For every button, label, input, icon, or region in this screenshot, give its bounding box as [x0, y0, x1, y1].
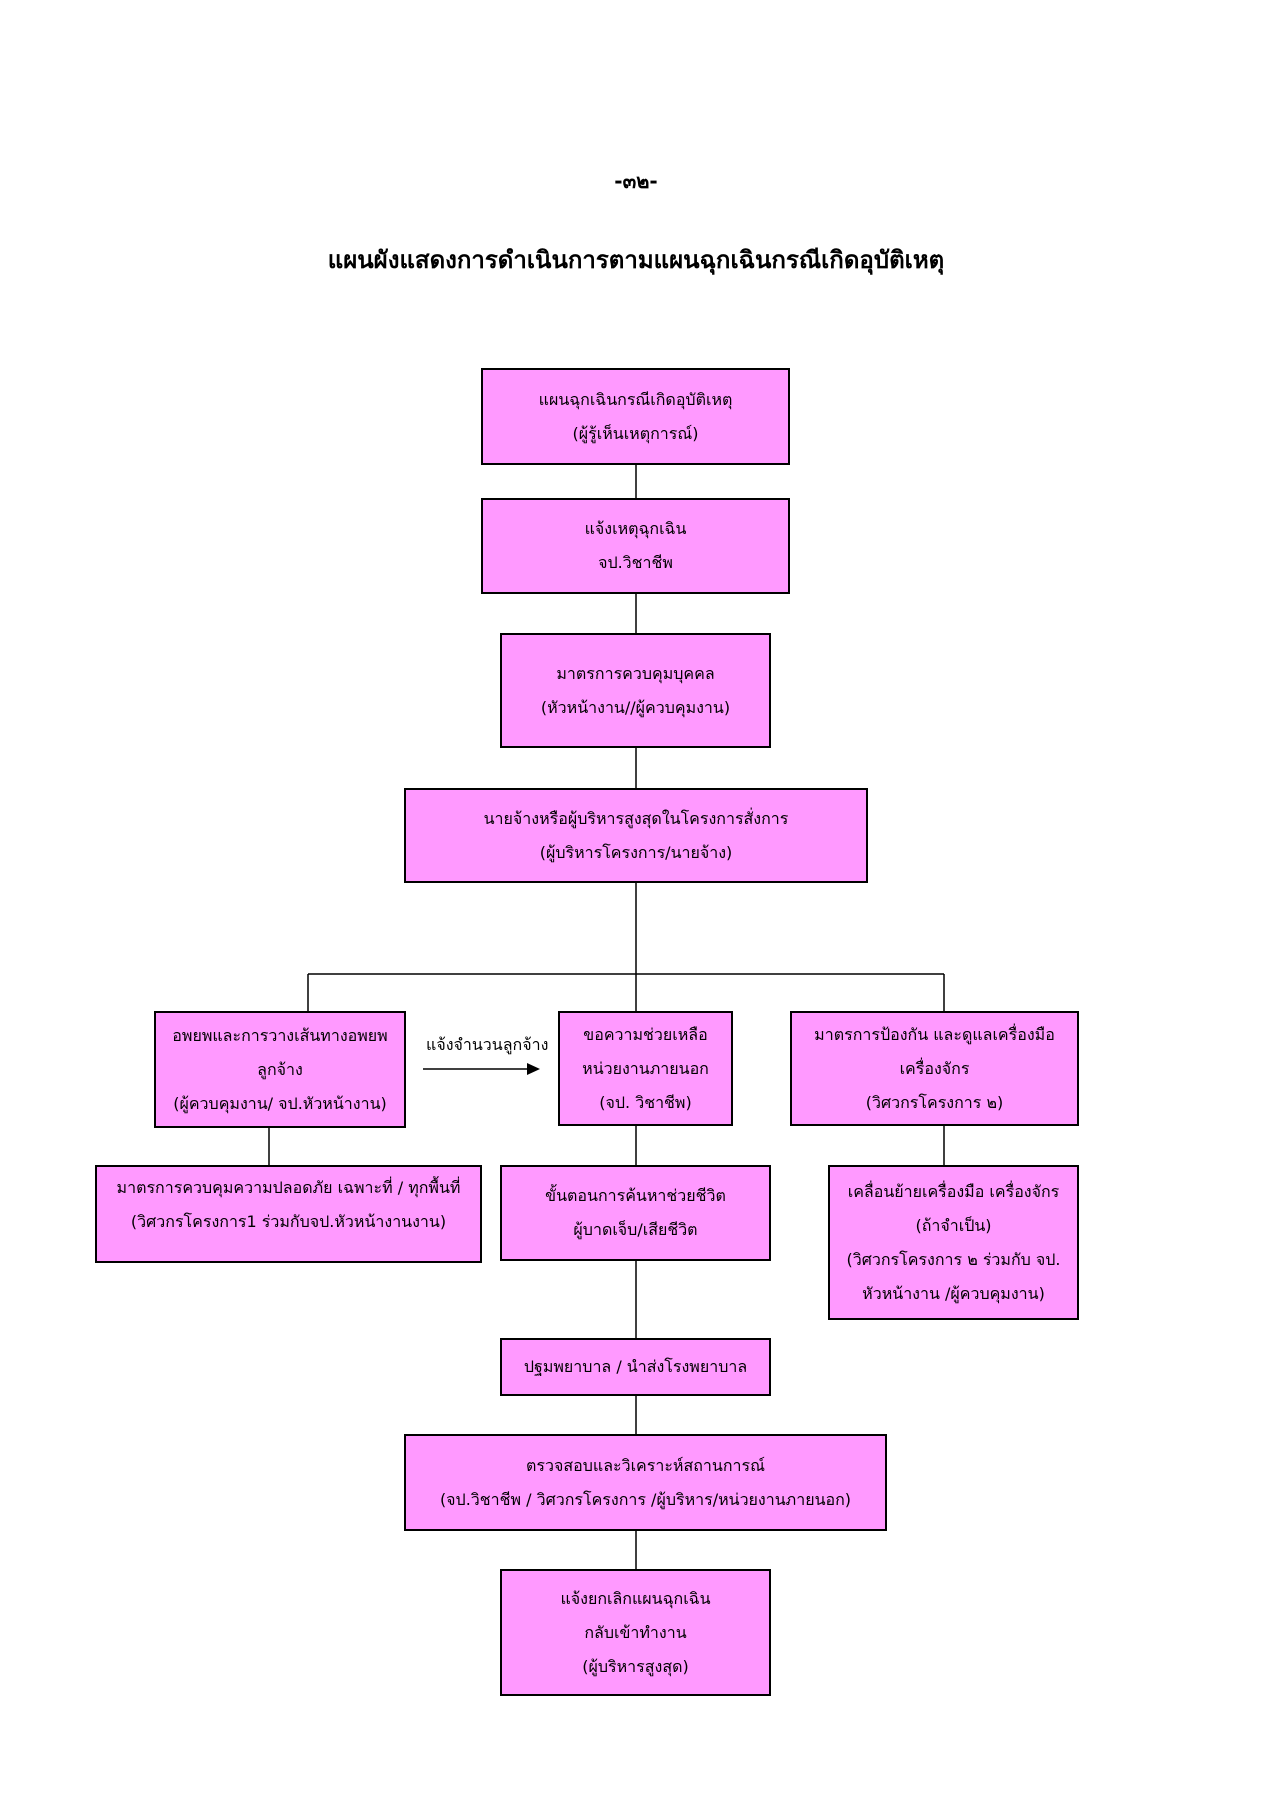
node-line: มาตรการควบคุมความปลอดภัย เฉพาะที่ / ทุกพ…: [116, 1178, 461, 1197]
node-line: ขั้นตอนการค้นหาช่วยชีวิต: [545, 1186, 726, 1205]
node-line: จป.วิชาชีพ: [598, 553, 673, 572]
node-line: (ผู้ควบคุมงาน/ จป.หัวหน้างาน): [173, 1093, 387, 1113]
node-line: เครื่องจักร: [899, 1058, 970, 1078]
node-machine-protection: มาตรการป้องกัน และดูแลเครื่องมือ เครื่อง…: [790, 1011, 1079, 1126]
node-external-help: ขอความช่วยเหลือ หน่วยงานภายนอก (จป. วิชา…: [558, 1011, 733, 1126]
node-line: (จป. วิชาชีพ): [599, 1092, 692, 1112]
node-line: หัวหน้างาน /ผู้ควบคุมงาน): [862, 1283, 1045, 1303]
page-number: -๓๒-: [614, 169, 658, 193]
node-line: ปฐมพยาบาล / นำส่งโรงพยาบาล: [523, 1357, 748, 1376]
node-move-machines: เคลื่อนย้ายเครื่องมือ เครื่องจักร (ถ้าจำ…: [828, 1165, 1079, 1320]
arrow-head: [527, 1063, 540, 1075]
node-line: ตรวจสอบและวิเคราะห์สถานการณ์: [526, 1455, 765, 1475]
node-line: กลับเข้าทำงาน: [584, 1622, 687, 1642]
node-line: มาตรการควบคุมบุคคล: [556, 663, 715, 683]
node-line: แจ้งเหตุฉุกเฉิน: [584, 519, 687, 538]
node-line: (วิศวกรโครงการ1 ร่วมกับจป.หัวหน้างานงาน): [130, 1212, 447, 1231]
node-line: (หัวหน้างาน//ผู้ควบคุมงาน): [540, 697, 731, 717]
node-line: แจ้งยกเลิกแผนฉุกเฉิน: [560, 1588, 711, 1608]
node-line: (ผู้บริหารโครงการ/นายจ้าง): [539, 842, 733, 862]
node-line: (ผู้รู้เห็นเหตุการณ์): [572, 423, 699, 443]
node-emergency-plan: แผนฉุกเฉินกรณีเกิดอุบัติเหตุ (ผู้รู้เห็น…: [481, 368, 790, 465]
node-line: (จป.วิชาชีพ / วิศวกรโครงการ /ผู้บริหาร/ห…: [439, 1489, 852, 1509]
node-line: ขอความช่วยเหลือ: [583, 1024, 708, 1044]
page-title: แผนผังแสดงการดำเนินการตามแผนฉุกเฉินกรณีเ…: [327, 246, 945, 274]
node-line: เคลื่อนย้ายเครื่องมือ เครื่องจักร: [847, 1181, 1060, 1201]
node-line: นายจ้างหรือผู้บริหารสูงสุดในโครงการสั่งก…: [483, 808, 789, 828]
node-analysis: ตรวจสอบและวิเคราะห์สถานการณ์ (จป.วิชาชีพ…: [404, 1434, 887, 1531]
node-search-rescue: ขั้นตอนการค้นหาช่วยชีวิต ผู้บาดเจ็บ/เสีย…: [500, 1165, 771, 1261]
node-cancel-plan: แจ้งยกเลิกแผนฉุกเฉิน กลับเข้าทำงาน (ผู้บ…: [500, 1569, 771, 1696]
node-safety-control: มาตรการควบคุมความปลอดภัย เฉพาะที่ / ทุกพ…: [95, 1165, 482, 1263]
node-line: (ถ้าจำเป็น): [915, 1215, 992, 1235]
node-line: (วิศวกรโครงการ ๒ ร่วมกับ จป.: [846, 1249, 1061, 1269]
node-line: ลูกจ้าง: [257, 1059, 303, 1079]
node-evacuation: อพยพและการวางเส้นทางอพยพ ลูกจ้าง (ผู้ควบ…: [154, 1011, 406, 1128]
node-first-aid: ปฐมพยาบาล / นำส่งโรงพยาบาล: [500, 1338, 771, 1396]
node-line: อพยพและการวางเส้นทางอพยพ: [172, 1025, 388, 1045]
node-line: แผนฉุกเฉินกรณีเกิดอุบัติเหตุ: [538, 389, 733, 409]
node-line: ผู้บาดเจ็บ/เสียชีวิต: [573, 1220, 698, 1239]
node-line: มาตรการป้องกัน และดูแลเครื่องมือ: [814, 1024, 1055, 1044]
node-employer-command: นายจ้างหรือผู้บริหารสูงสุดในโครงการสั่งก…: [404, 788, 868, 883]
node-notify-emergency: แจ้งเหตุฉุกเฉิน จป.วิชาชีพ: [481, 498, 790, 594]
node-line: (วิศวกรโครงการ ๒): [865, 1092, 1004, 1112]
node-line: (ผู้บริหารสูงสุด): [582, 1656, 689, 1676]
arrow-label: แจ้งจำนวนลูกจ้าง: [426, 1035, 549, 1054]
node-line: หน่วยงานภายนอก: [582, 1058, 709, 1078]
node-person-control: มาตรการควบคุมบุคคล (หัวหน้างาน//ผู้ควบคุ…: [500, 633, 771, 748]
